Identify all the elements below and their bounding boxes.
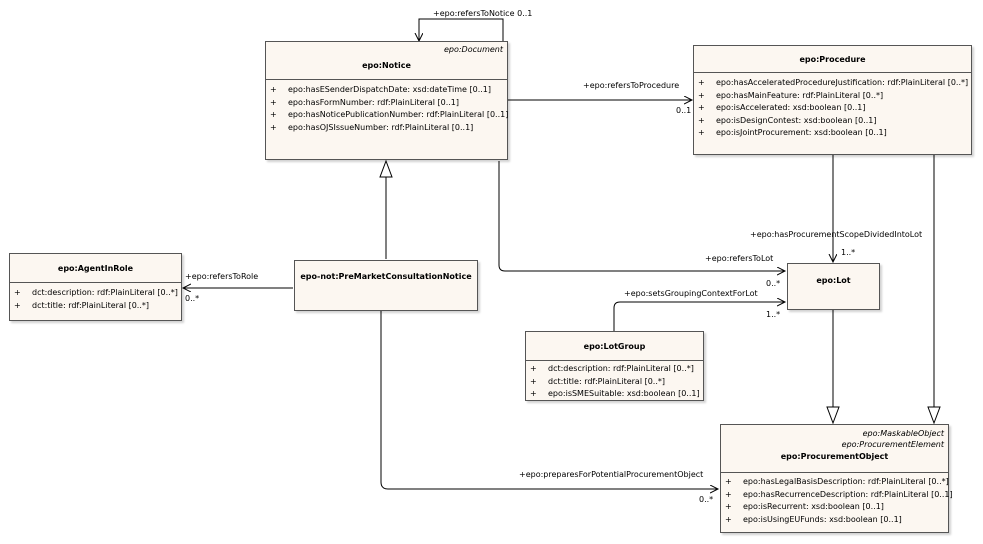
class-premarket-consultation-notice[interactable]: epo-not:PreMarketConsultationNotice xyxy=(294,260,478,311)
attribute-row: +epo:isAccelerated: xsd:boolean [0..1] xyxy=(698,103,866,112)
mult-grouping-context: 1..* xyxy=(766,310,781,319)
association-refers-to-lot xyxy=(498,161,785,271)
class-procedure-attributes: +epo:hasAcceleratedProcedureJustificatio… xyxy=(694,72,971,142)
association-prepares-for xyxy=(380,311,718,489)
class-procedure[interactable]: epo:Procedure +epo:hasAcceleratedProcedu… xyxy=(693,45,972,155)
association-grouping-context xyxy=(613,302,785,331)
attribute-row: +epo:isRecurrent: xsd:boolean [0..1] xyxy=(725,502,884,511)
attribute-row: +dct:description: rdf:PlainLiteral [0..*… xyxy=(14,288,178,297)
attribute-row: +epo:hasMainFeature: rdf:PlainLiteral [0… xyxy=(698,90,884,100)
class-agent-in-role[interactable]: epo:AgentInRole +dct:description: rdf:Pl… xyxy=(9,253,182,321)
attribute-row: +epo:hasRecurrenceDescription: rdf:Plain… xyxy=(725,489,953,499)
attribute-row: +epo:hasNoticePublicationNumber: rdf:Pla… xyxy=(270,110,509,119)
label-prepares-for: +epo:preparesForPotentialProcurementObje… xyxy=(519,470,704,479)
mult-divided-into-lot: 1..* xyxy=(841,248,856,257)
attribute-row: +epo:hasOJSIssueNumber: rdf:PlainLiteral… xyxy=(270,122,474,132)
class-lot[interactable]: epo:Lot xyxy=(787,263,880,310)
attribute-row: +epo:isSMESuitable: xsd:boolean [0..1] xyxy=(530,389,700,398)
label-refers-to-procedure: +epo:refersToProcedure xyxy=(583,81,680,90)
class-procurement-object-stereotype-1: epo:MaskableObject xyxy=(862,429,944,438)
class-lot-group-name: epo:LotGroup xyxy=(583,342,646,351)
generalization-arrowhead xyxy=(826,406,840,425)
mult-refers-to-role: 0..* xyxy=(185,294,200,303)
class-lot-group[interactable]: epo:LotGroup +dct:description: rdf:Plain… xyxy=(525,331,704,401)
attribute-row: +epo:hasESenderDispatchDate: xsd:dateTim… xyxy=(270,85,491,94)
attribute-row: +epo:isJointProcurement: xsd:boolean [0.… xyxy=(698,128,887,137)
class-notice[interactable]: epo:Document epo:Notice +epo:hasESenderD… xyxy=(265,41,508,160)
attribute-row: +epo:hasFormNumber: rdf:PlainLiteral [0.… xyxy=(270,97,460,107)
class-notice-stereotype: epo:Document xyxy=(443,45,503,54)
mult-refers-to-lot: 0..* xyxy=(766,279,781,288)
mult-prepares-for: 0..* xyxy=(699,495,714,504)
attribute-row: +epo:isUsingEUFunds: xsd:boolean [0..1] xyxy=(725,514,902,524)
label-refers-to-notice: +epo:refersToNotice 0..1 xyxy=(433,9,533,18)
label-refers-to-lot: +epo:refersToLot xyxy=(705,254,774,263)
attribute-row: +dct:title: rdf:PlainLiteral [0..*] xyxy=(14,300,149,310)
generalization-arrowhead xyxy=(927,406,941,425)
class-procurement-object[interactable]: epo:MaskableObject epo:ProcurementElemen… xyxy=(720,424,953,533)
label-divided-into-lot: +epo:hasProcurementScopeDividedIntoLot xyxy=(750,230,923,239)
label-grouping-context: +epo:setsGroupingContextForLot xyxy=(624,289,758,298)
generalization-arrowhead xyxy=(379,159,393,178)
label-refers-to-role: +epo:refersToRole xyxy=(185,272,259,281)
class-lot-name: epo:Lot xyxy=(816,276,851,285)
class-procurement-object-name: epo:ProcurementObject xyxy=(780,452,889,461)
class-agent-in-role-name: epo:AgentInRole xyxy=(57,264,134,273)
class-notice-name: epo:Notice xyxy=(362,61,411,70)
attribute-row: +epo:isDesignContest: xsd:boolean [0..1] xyxy=(698,115,877,125)
attribute-row: +dct:title: rdf:PlainLiteral [0..*] xyxy=(530,376,665,386)
class-procurement-object-stereotype-2: epo:ProcurementElement xyxy=(841,440,944,449)
class-procedure-name: epo:Procedure xyxy=(799,55,866,64)
class-notice-attributes: +epo:hasESenderDispatchDate: xsd:dateTim… xyxy=(266,79,509,136)
attribute-row: +epo:hasAcceleratedProcedureJustificatio… xyxy=(698,78,969,87)
class-agent-in-role-attributes: +dct:description: rdf:PlainLiteral [0..*… xyxy=(10,282,181,314)
class-lot-group-attributes: +dct:description: rdf:PlainLiteral [0..*… xyxy=(526,360,703,403)
self-association-notice xyxy=(419,18,504,41)
class-premarket-name: epo-not:PreMarketConsultationNotice xyxy=(300,272,472,281)
attribute-row: +dct:description: rdf:PlainLiteral [0..*… xyxy=(530,364,694,373)
attribute-row: +epo:hasLegalBasisDescription: rdf:Plain… xyxy=(725,477,949,486)
class-procurement-object-attributes: +epo:hasLegalBasisDescription: rdf:Plain… xyxy=(721,472,953,528)
mult-refers-to-procedure: 0..1 xyxy=(676,106,692,115)
